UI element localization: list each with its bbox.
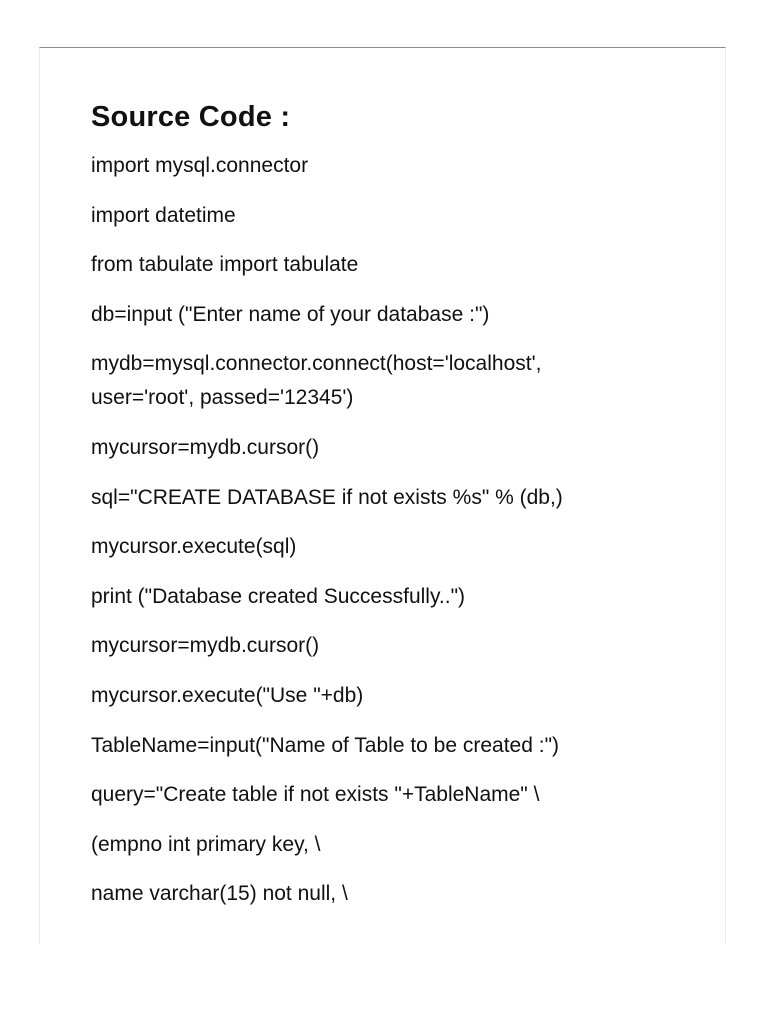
code-line: db=input ("Enter name of your database :… (91, 302, 490, 326)
code-line: import datetime (91, 203, 236, 227)
code-line: import mysql.connector (91, 154, 309, 177)
code-line: sql="CREATE DATABASE if not exists %s" %… (91, 485, 563, 509)
code-line: query="Create table if not exists "+Tabl… (91, 783, 540, 807)
page-content: Source Code : import mysql.connector imp… (91, 98, 711, 927)
source-code-heading: Source Code : (91, 101, 291, 133)
document-page: Source Code : import mysql.connector imp… (39, 47, 726, 944)
code-line: from tabulate import tabulate (91, 253, 359, 277)
code-line: mycursor.execute(sql) (91, 535, 297, 559)
code-line: TableName=input("Name of Table to be cre… (91, 733, 560, 757)
code-line: (empno int primary key, \ (91, 832, 321, 856)
code-line: mycursor=mydb.cursor() (91, 634, 320, 658)
source-code-lines: import mysql.connector import datetime f… (91, 149, 711, 911)
code-line: name varchar(15) not null, \ (91, 882, 348, 906)
code-line: mycursor.execute("Use "+db) (91, 683, 364, 707)
code-line: print ("Database created Successfully.."… (91, 584, 466, 608)
code-line: mydb=mysql.connector.connect(host='local… (91, 352, 548, 410)
code-line: mycursor=mydb.cursor() (91, 435, 320, 459)
